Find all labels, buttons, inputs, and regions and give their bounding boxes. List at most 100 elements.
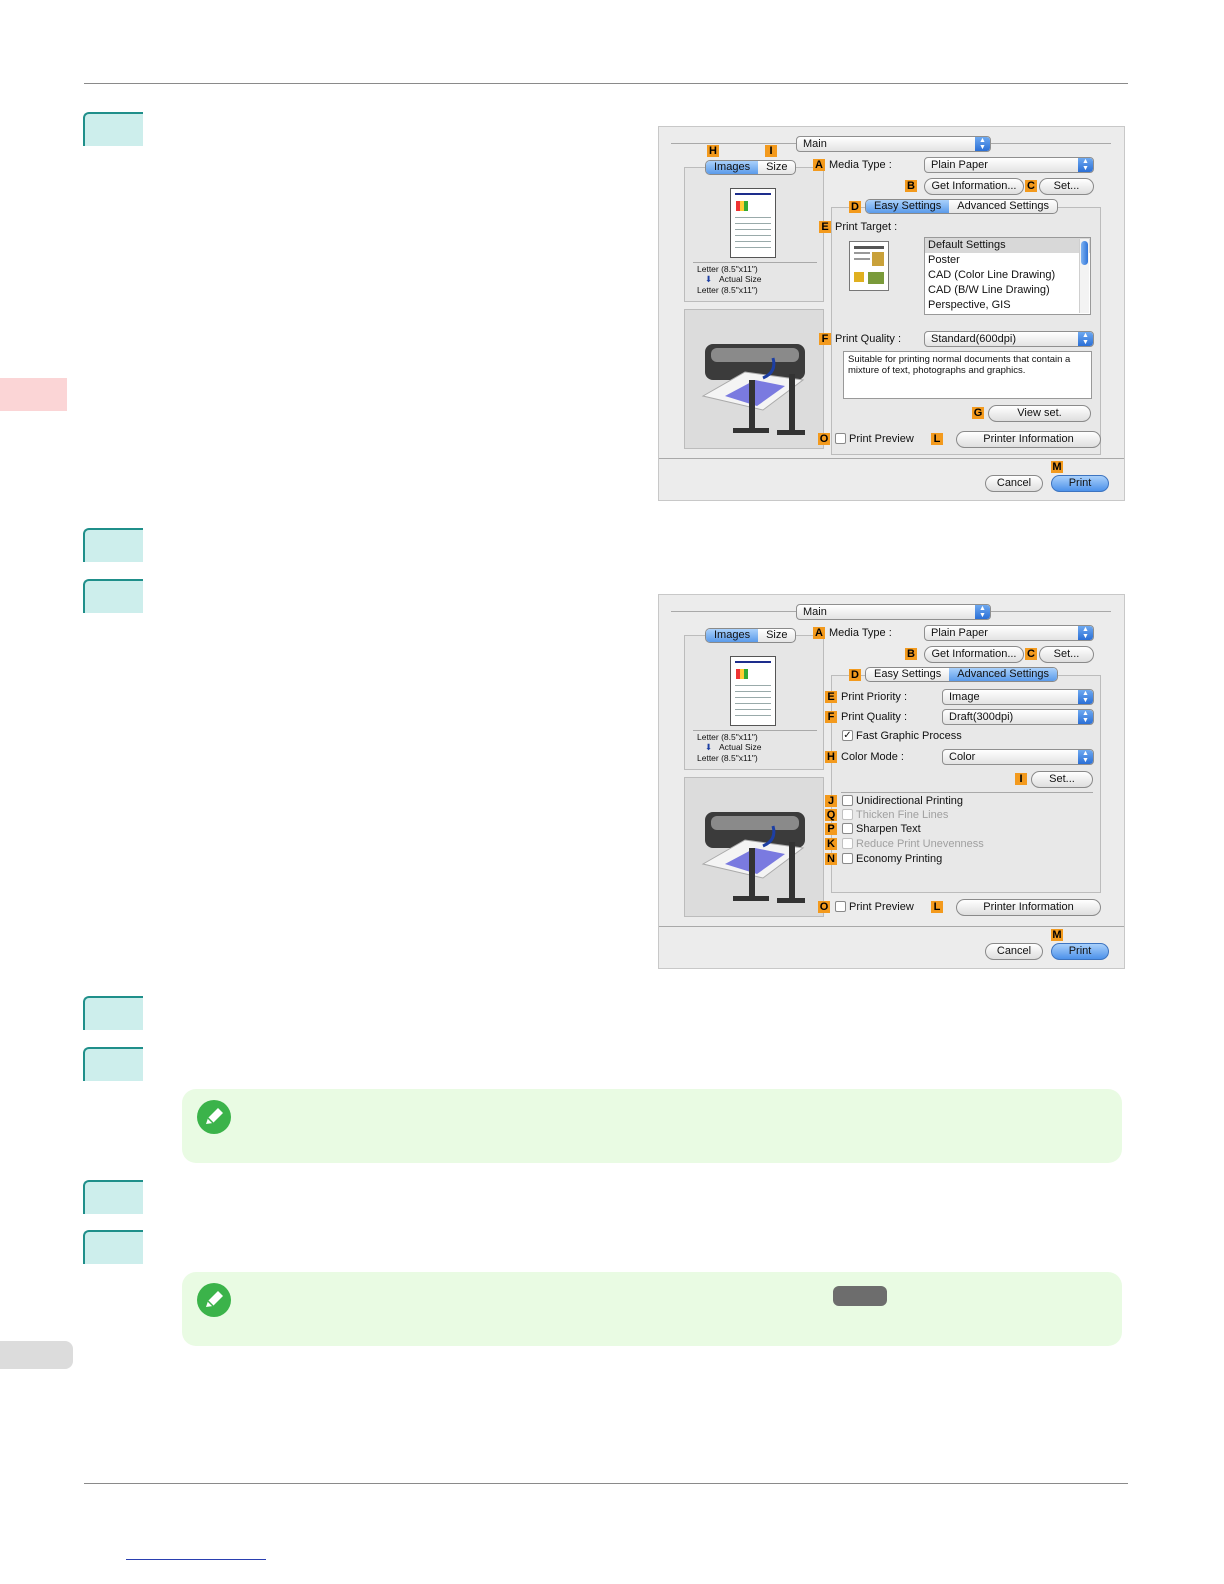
tab-easy-settings[interactable]: Easy Settings	[874, 668, 942, 680]
sharpen-text-checkbox[interactable]	[842, 823, 853, 834]
badge-m: M	[1051, 461, 1063, 473]
list-item[interactable]: Default Settings	[925, 238, 1090, 253]
media-type-value: Plain Paper	[931, 627, 988, 639]
view-set-button[interactable]: View set.	[988, 405, 1091, 422]
note-pencil-icon	[197, 1283, 231, 1317]
badge-h: H	[825, 751, 837, 763]
badge-i: I	[1015, 773, 1027, 785]
print-quality-value: Standard(600dpi)	[931, 333, 1017, 345]
output-size-text: Letter (8.5"x11")	[697, 285, 758, 295]
reduce-unevenness-checkbox[interactable]	[842, 838, 853, 849]
tab-advanced-settings[interactable]: Advanced Settings	[957, 200, 1049, 212]
scroll-thumb[interactable]	[1081, 241, 1088, 265]
left-tabs[interactable]: Images Size	[705, 628, 797, 643]
fast-graphic-label: Fast Graphic Process	[856, 730, 962, 742]
badge-f: F	[819, 333, 831, 345]
printer-information-button[interactable]: Printer Information	[956, 431, 1101, 448]
page-thumbnail	[730, 656, 776, 726]
tab-size[interactable]: Size	[766, 629, 788, 641]
print-quality-popup[interactable]: Standard(600dpi)▲▼	[924, 331, 1094, 347]
printer-information-button[interactable]: Printer Information	[956, 899, 1101, 916]
list-scrollbar[interactable]	[1079, 239, 1089, 313]
popup-arrows-icon: ▲▼	[1078, 690, 1093, 704]
step-marker-6	[83, 1180, 143, 1214]
media-type-value: Plain Paper	[931, 159, 988, 171]
badge-b: B	[905, 180, 917, 192]
print-target-thumbnail	[849, 241, 889, 291]
tab-size[interactable]: Size	[766, 161, 788, 173]
cancel-button[interactable]: Cancel	[985, 943, 1043, 960]
note-box-1	[182, 1089, 1122, 1163]
list-item[interactable]: Poster	[928, 254, 960, 266]
main-popup[interactable]: Main▲▼	[796, 604, 991, 620]
print-quality-label: Print Quality :	[841, 711, 908, 723]
media-type-popup[interactable]: Plain Paper ▲▼	[924, 157, 1094, 173]
divider	[693, 730, 817, 731]
color-mode-value: Color	[949, 751, 976, 763]
badge-p: P	[825, 823, 837, 835]
list-item[interactable]: Perspective, GIS	[928, 299, 1011, 311]
tab-images[interactable]: Images	[706, 629, 759, 642]
popup-arrows-icon: ▲▼	[975, 605, 990, 619]
printer-image	[701, 344, 805, 435]
paper-size-text: Letter (8.5"x11")	[697, 264, 758, 274]
badge-h: H	[707, 145, 719, 157]
media-set-button[interactable]: Set...	[1039, 646, 1094, 663]
badge-l: L	[931, 901, 943, 913]
sharpen-text-label: Sharpen Text	[856, 823, 921, 835]
print-button[interactable]: Print	[1051, 943, 1109, 960]
badge-e: E	[825, 691, 837, 703]
left-tabs[interactable]: Images Size	[705, 160, 797, 175]
arrow-down-icon: ⬇	[705, 274, 713, 284]
fast-graphic-checkbox[interactable]: ✓	[842, 730, 853, 741]
badge-o: O	[818, 433, 830, 445]
print-button[interactable]: Print	[1051, 475, 1109, 492]
footer-link-underline[interactable]	[126, 1559, 266, 1560]
step-marker-5	[83, 1047, 143, 1081]
badge-i: I	[765, 145, 777, 157]
chapter-tab	[0, 378, 67, 411]
footer-rule	[84, 1483, 1128, 1484]
get-information-button[interactable]: Get Information...	[924, 646, 1024, 663]
print-target-list[interactable]: Default Settings Poster CAD (Color Line …	[924, 237, 1091, 315]
popup-arrows-icon: ▲▼	[1078, 158, 1093, 172]
badge-g: G	[972, 407, 984, 419]
print-preview-checkbox[interactable]	[835, 433, 846, 444]
tab-images[interactable]: Images	[706, 161, 759, 174]
badge-c: C	[1025, 648, 1037, 660]
thicken-lines-checkbox[interactable]	[842, 809, 853, 820]
economy-printing-checkbox[interactable]	[842, 853, 853, 864]
cancel-button[interactable]: Cancel	[985, 475, 1043, 492]
list-item[interactable]: CAD (Color Line Drawing)	[928, 269, 1056, 281]
tab-easy-settings[interactable]: Easy Settings	[866, 200, 950, 213]
list-item[interactable]: CAD (B/W Line Drawing)	[928, 284, 1050, 296]
divider	[841, 792, 1093, 793]
layout-preview-panel: Letter (8.5"x11") ⬇ Actual Size Letter (…	[684, 635, 824, 770]
printer-preview-panel	[684, 777, 824, 917]
get-information-button[interactable]: Get Information...	[924, 178, 1024, 195]
print-priority-popup[interactable]: Image▲▼	[942, 689, 1094, 705]
unidirectional-checkbox[interactable]	[842, 795, 853, 806]
media-set-button[interactable]: Set...	[1039, 178, 1094, 195]
media-type-popup[interactable]: Plain Paper▲▼	[924, 625, 1094, 641]
print-dialog-advanced-settings: Main▲▼ Letter (8.5"x11") ⬇ Actual Size L…	[658, 594, 1125, 969]
print-target-label: Print Target :	[835, 221, 898, 233]
color-mode-popup[interactable]: Color▲▼	[942, 749, 1094, 765]
settings-tabs[interactable]: Easy Settings Advanced Settings	[865, 199, 1058, 214]
divider	[693, 262, 817, 263]
color-set-button[interactable]: Set...	[1031, 771, 1093, 788]
badge-k: K	[825, 838, 837, 850]
badge-m: M	[1051, 929, 1063, 941]
badge-d: D	[849, 201, 861, 213]
print-quality-popup[interactable]: Draft(300dpi)▲▼	[942, 709, 1094, 725]
main-popup[interactable]: Main▲▼	[796, 136, 991, 152]
print-preview-checkbox[interactable]	[835, 901, 846, 912]
divider	[991, 143, 1111, 144]
print-preview-label: Print Preview	[849, 433, 914, 445]
print-quality-value: Draft(300dpi)	[949, 711, 1014, 723]
media-type-label: Media Type :	[829, 159, 892, 171]
tab-advanced-settings[interactable]: Advanced Settings	[949, 668, 1057, 681]
quality-description-text: Suitable for printing normal documents t…	[843, 351, 1092, 399]
print-preview-label: Print Preview	[849, 901, 914, 913]
settings-tabs[interactable]: Easy Settings Advanced Settings	[865, 667, 1058, 682]
